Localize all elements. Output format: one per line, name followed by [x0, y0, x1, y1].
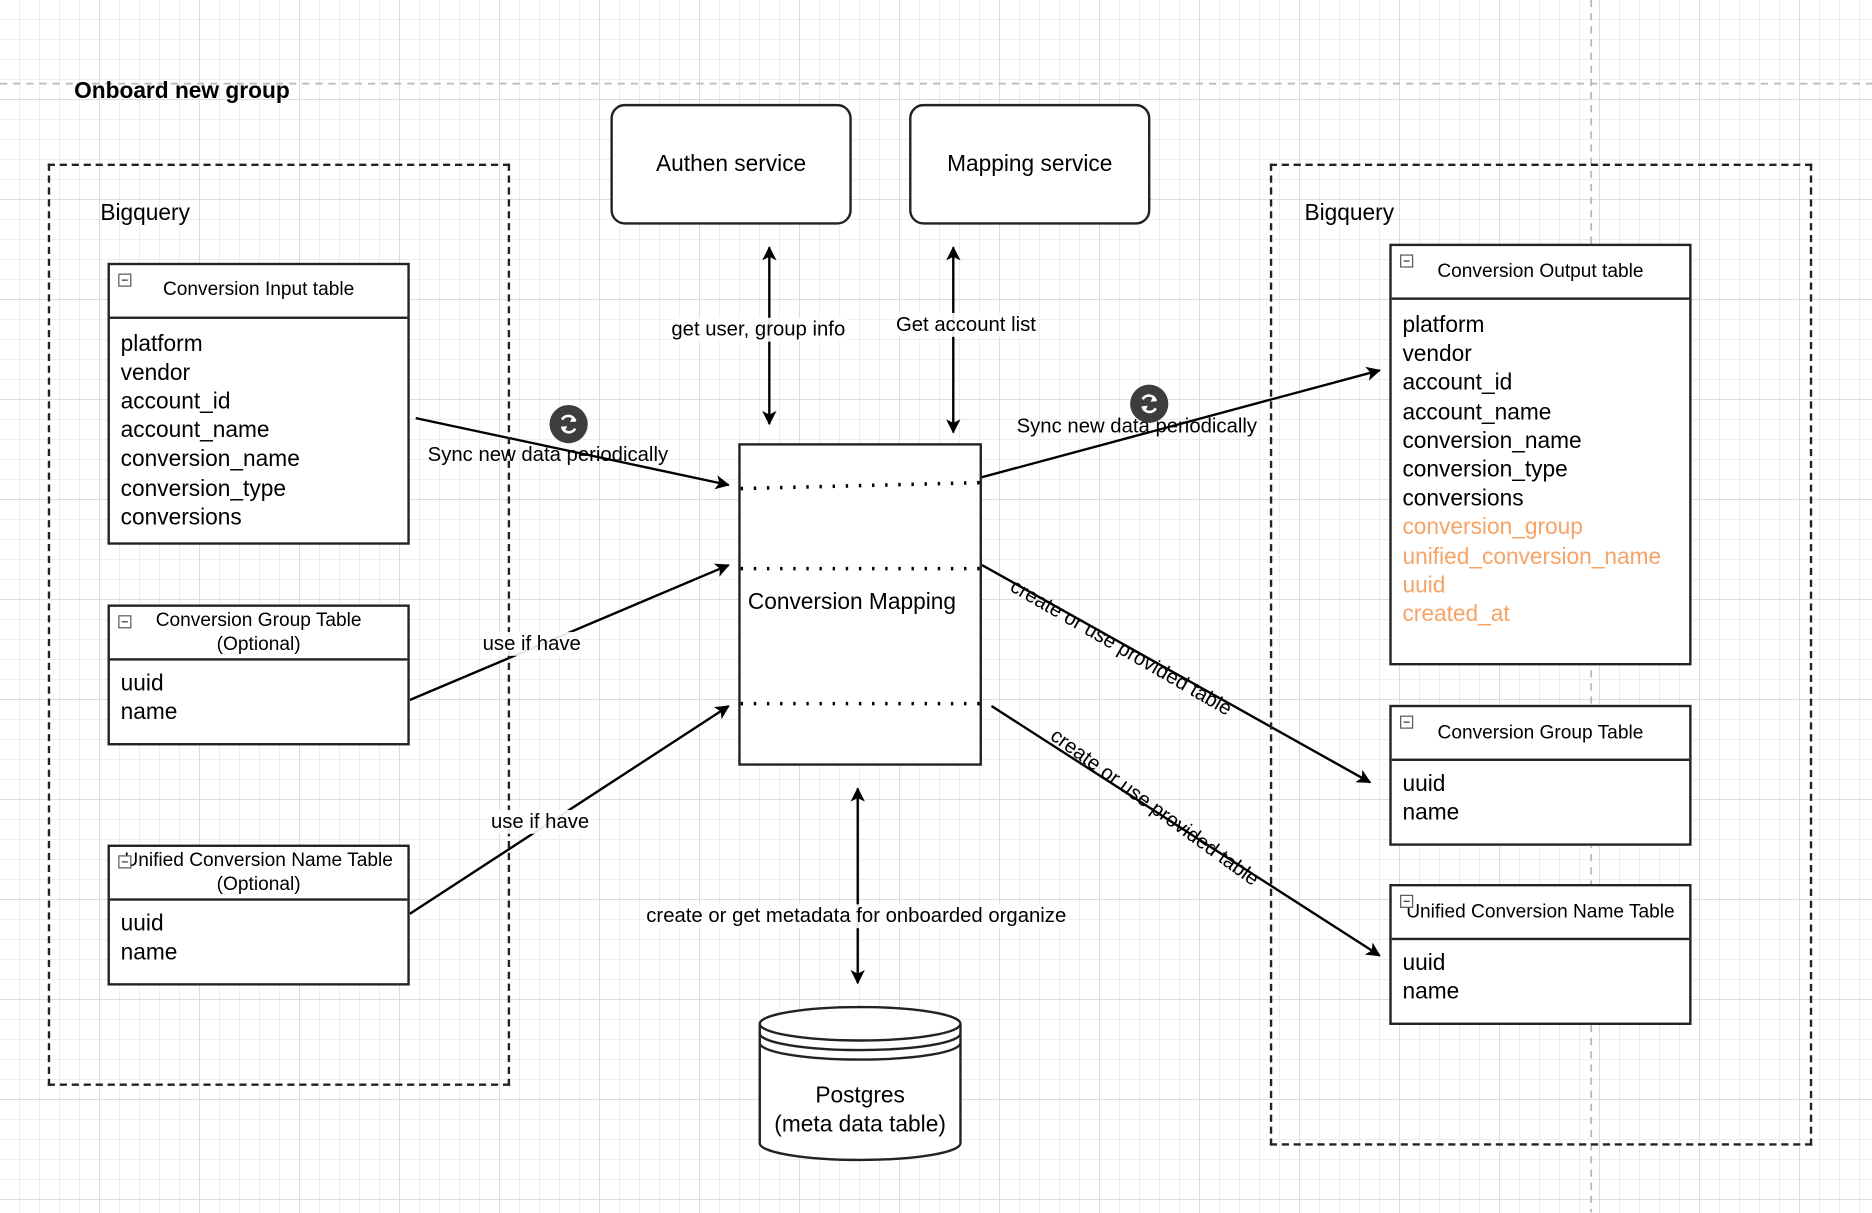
table-field: name	[1402, 979, 1460, 1005]
left-bigquery-group	[47, 163, 511, 1086]
edge-label-auth: get user, group info	[670, 317, 847, 342]
edge-label-use-group: use if have	[481, 631, 583, 656]
edge-label-account: Get account list	[894, 312, 1038, 337]
table-field: platform	[120, 331, 203, 357]
collapse-icon[interactable]	[1400, 715, 1414, 729]
table-header: Conversion Group Table (Optional)	[109, 607, 408, 661]
conversion-group-table-right[interactable]: Conversion Group Table uuid name	[1389, 704, 1692, 846]
conversion-mapping-box[interactable]	[738, 443, 982, 766]
table-field: conversion_type	[1402, 457, 1568, 483]
conversion-output-table[interactable]: Conversion Output table platform vendor …	[1389, 243, 1692, 666]
sync-glyph	[560, 414, 577, 434]
table-field-new: conversion_group	[1402, 515, 1583, 541]
left-group-label: Bigquery	[100, 200, 190, 226]
conversion-input-table[interactable]: Conversion Input table platform vendor a…	[107, 262, 410, 545]
table-title: Conversion Group Table	[1437, 722, 1644, 743]
edge-sync-in	[415, 416, 730, 490]
edge-label-sync-out: Sync new data periodically	[1016, 414, 1258, 438]
table-header: Conversion Input table	[109, 265, 408, 319]
sync-icon[interactable]	[549, 404, 588, 444]
table-field-new: created_at	[1402, 602, 1510, 628]
postgres-label: Postgres (meta data table)	[774, 1083, 946, 1138]
table-fields: platform vendor account_id account_name …	[110, 318, 407, 542]
table-field: conversions	[1402, 486, 1524, 512]
authen-service-box[interactable]: Authen service	[610, 103, 852, 225]
table-field: conversion_name	[120, 447, 300, 473]
table-field: account_name	[120, 418, 270, 444]
diagram-title: Onboard new group	[74, 78, 290, 104]
table-field: name	[1402, 800, 1460, 826]
collapse-icon[interactable]	[118, 615, 132, 629]
table-title: Conversion Output table	[1437, 261, 1644, 282]
table-fields: platform vendor account_id account_name …	[1392, 300, 1689, 640]
table-title: Unified Conversion Name Table	[1406, 901, 1675, 922]
mapping-service-label: Mapping service	[947, 151, 1113, 177]
table-title: Unified Conversion Name Table (Optional)	[124, 849, 393, 895]
edge-label-use-unified: use if have	[489, 809, 591, 834]
table-field: conversion_type	[120, 476, 286, 502]
table-header: Conversion Output table	[1391, 246, 1690, 300]
table-title: Conversion Input table	[162, 279, 355, 301]
table-field: name	[120, 940, 178, 966]
table-field: account_name	[1402, 399, 1552, 425]
sync-glyph	[1141, 394, 1158, 414]
table-field: platform	[1402, 312, 1485, 339]
table-field-new: unified_conversion_name	[1402, 544, 1662, 570]
table-field: uuid	[1402, 950, 1446, 976]
collapse-icon[interactable]	[1400, 894, 1414, 908]
table-fields: uuid name	[110, 901, 407, 978]
table-field: account_id	[120, 389, 231, 415]
table-field-new: uuid	[1402, 573, 1446, 599]
table-field: uuid	[120, 671, 164, 697]
table-field: vendor	[120, 360, 191, 386]
table-field: name	[120, 700, 178, 726]
edge-create-unified	[990, 705, 1381, 957]
edge-label-metadata: create or get metadata for onboarded org…	[645, 904, 1068, 929]
mapping-service-box[interactable]: Mapping service	[909, 103, 1151, 225]
right-group-label: Bigquery	[1304, 200, 1395, 226]
table-field: account_id	[1402, 370, 1513, 396]
unified-conversion-name-table-right[interactable]: Unified Conversion Name Table uuid name	[1389, 884, 1692, 1025]
table-field: vendor	[1402, 341, 1472, 367]
table-field: conversion_name	[1402, 428, 1582, 454]
table-title: Conversion Group Table (Optional)	[155, 609, 362, 655]
table-field: uuid	[1402, 771, 1446, 797]
edge-label-sync-in: Sync new data periodically	[427, 443, 669, 466]
table-fields: uuid name	[110, 661, 407, 738]
right-bigquery-group	[1269, 163, 1813, 1146]
collapse-icon[interactable]	[1400, 254, 1414, 268]
conversion-group-table-left[interactable]: Conversion Group Table (Optional) uuid n…	[107, 604, 410, 746]
conversion-mapping-label: Conversion Mapping	[747, 590, 956, 616]
unified-conversion-name-table-left[interactable]: Unified Conversion Name Table (Optional)…	[107, 844, 410, 986]
table-field: conversions	[120, 505, 242, 531]
edge-sync-out	[979, 366, 1381, 479]
edge-create-group	[981, 564, 1372, 784]
table-header: Conversion Group Table	[1391, 707, 1690, 761]
table-fields: uuid name	[1392, 761, 1689, 838]
collapse-icon[interactable]	[118, 273, 132, 287]
authen-service-label: Authen service	[656, 151, 807, 177]
table-field: uuid	[120, 911, 164, 937]
table-header: Unified Conversion Name Table (Optional)	[109, 847, 408, 901]
table-header: Unified Conversion Name Table	[1391, 886, 1690, 941]
sync-icon[interactable]	[1130, 384, 1169, 423]
table-fields: uuid name	[1392, 940, 1689, 1017]
collapse-icon[interactable]	[118, 855, 132, 869]
